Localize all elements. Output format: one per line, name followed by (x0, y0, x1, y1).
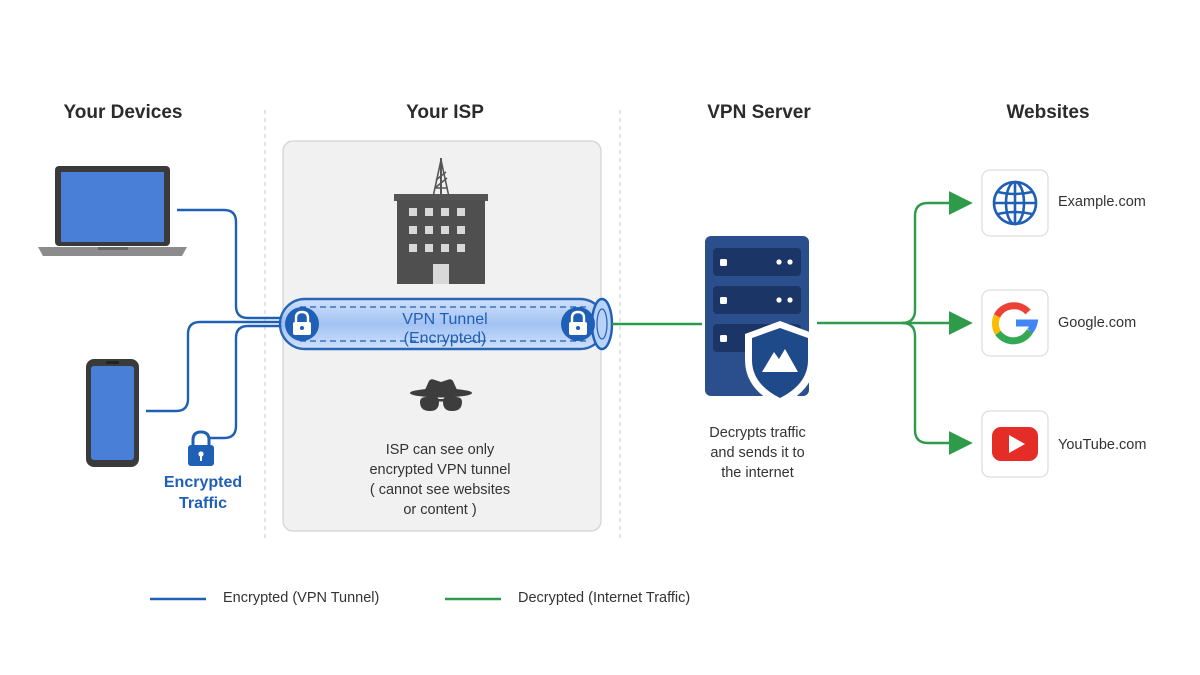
column-title-isp: Your ISP (406, 102, 484, 123)
encrypted-traffic-label: Encrypted Traffic (148, 472, 258, 514)
decrypted-connectors (817, 191, 973, 455)
tunnel-label-line: (Encrypted) (403, 330, 487, 347)
site-label-google: Google.com (1058, 315, 1137, 331)
vpn-note-line: and sends it to (710, 445, 805, 461)
laptop-icon (38, 166, 187, 256)
phone-icon (86, 359, 139, 467)
isp-note-line: or content ) (403, 502, 477, 518)
shield-icon (745, 321, 815, 406)
encrypted-traffic-lock-icon (188, 430, 214, 466)
globe-icon (992, 180, 1038, 226)
google-icon (991, 302, 1039, 345)
legend-encrypted-label: Encrypted (VPN Tunnel) (223, 590, 380, 606)
column-title-vpn-server: VPN Server (707, 102, 811, 123)
vpn-note-line: the internet (721, 465, 794, 481)
tunnel-label: VPN Tunnel (Encrypted) (355, 310, 535, 348)
isp-note-line: encrypted VPN tunnel (369, 462, 511, 478)
website-tile-google (981, 289, 1049, 357)
encrypted-traffic-line: Traffic (178, 495, 227, 512)
tunnel-lock-left-icon (285, 307, 319, 341)
tunnel-lock-right-icon (561, 307, 595, 341)
website-tile-example (981, 169, 1049, 237)
vpn-tunnel (278, 297, 614, 351)
column-title-devices: Your Devices (63, 102, 183, 123)
tunnel-label-line: VPN Tunnel (402, 311, 488, 328)
column-title-websites: Websites (1006, 102, 1090, 123)
encrypted-traffic-line: Encrypted (163, 474, 243, 491)
legend-decrypted-label: Decrypted (Internet Traffic) (518, 590, 691, 606)
site-label-youtube: YouTube.com (1058, 437, 1147, 453)
vpn-note-line: Decrypts traffic (709, 425, 806, 441)
encrypted-connectors (146, 208, 285, 440)
isp-visibility-note: ISP can see only encrypted VPN tunnel ( … (330, 440, 550, 520)
site-label-example: Example.com (1058, 194, 1146, 210)
website-tile-youtube (981, 410, 1049, 478)
youtube-icon (992, 427, 1038, 461)
vpn-server-note: Decrypts traffic and sends it to the int… (680, 423, 835, 483)
isp-note-line: ISP can see only (385, 442, 495, 458)
incognito-icon (410, 379, 472, 411)
isp-building-icon (394, 158, 488, 284)
isp-note-line: ( cannot see websites (369, 482, 511, 498)
